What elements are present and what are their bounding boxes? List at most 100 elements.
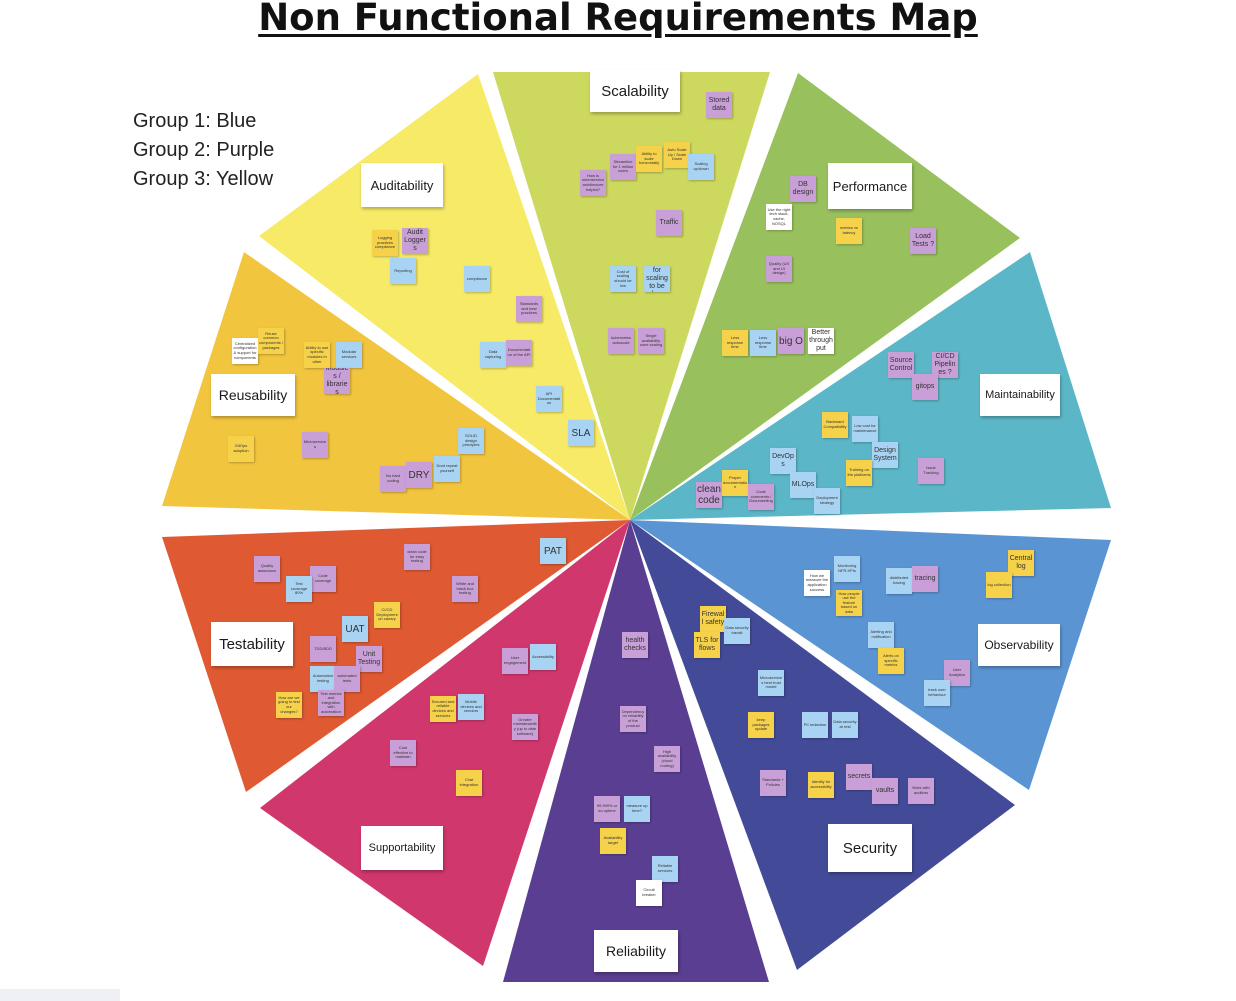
sticky-note[interactable]: DB design: [790, 176, 816, 202]
sticky-note[interactable]: Cost effective to maintain: [390, 740, 416, 766]
segment-reliability[interactable]: [503, 520, 769, 982]
sticky-note[interactable]: Automation testing: [310, 666, 336, 692]
sticky-note[interactable]: Availability target: [600, 828, 626, 854]
sticky-note[interactable]: Quality (UX and UI design): [766, 256, 792, 282]
sticky-note[interactable]: SOLID design principles: [458, 428, 484, 454]
sticky-note[interactable]: gitops: [912, 374, 938, 400]
sticky-note[interactable]: Dependency on reliability of the product: [620, 706, 646, 732]
sticky-note[interactable]: Ability to scale horizontally: [636, 146, 662, 172]
sticky-note[interactable]: Proper documentation: [722, 470, 748, 496]
sticky-note[interactable]: Reuse common components / packages: [258, 328, 284, 354]
sticky-note[interactable]: Greater maintainability (up to date soft…: [512, 714, 538, 740]
sticky-note[interactable]: Auto Scale Up / Scale Down: [664, 142, 690, 168]
sticky-note[interactable]: Backward Compatibility: [822, 412, 848, 438]
sticky-note[interactable]: Audit Loggers: [402, 228, 428, 254]
sticky-note[interactable]: DevOps: [770, 448, 796, 474]
sticky-note[interactable]: Standards and best practices: [516, 296, 542, 322]
sticky-note[interactable]: High availability (cloud routing): [654, 746, 680, 772]
sticky-note[interactable]: Time for scaling to be low: [644, 266, 670, 292]
sticky-note[interactable]: Less response time: [722, 330, 748, 356]
sticky-note[interactable]: Identity for accessibility: [808, 772, 834, 798]
sticky-note[interactable]: MLOps: [790, 472, 816, 498]
sticky-note[interactable]: Better through put: [808, 328, 834, 354]
sticky-note[interactable]: Monitoring NFR KPIs: [834, 556, 860, 582]
segment-performance[interactable]: [630, 73, 1020, 520]
sticky-note[interactable]: White and black box testing: [452, 576, 478, 602]
sticky-note[interactable]: health checks: [622, 632, 648, 658]
sticky-note[interactable]: How people use the feature based on data: [836, 590, 862, 616]
sticky-note[interactable]: Accessibility: [530, 644, 556, 670]
sticky-note[interactable]: How is microservice architecture helpful…: [580, 170, 606, 196]
sticky-note[interactable]: Data security at rest: [832, 712, 858, 738]
sticky-note[interactable]: 99.999% or so uptime: [594, 796, 620, 822]
sticky-note[interactable]: secrets: [846, 764, 872, 790]
segment-scalability[interactable]: [493, 72, 770, 520]
sticky-note[interactable]: Test metrics and integration with automa…: [318, 690, 344, 716]
sticky-note[interactable]: automated tests: [334, 666, 360, 692]
sticky-note[interactable]: PII redaction: [802, 712, 828, 738]
segment-maintainability[interactable]: [630, 252, 1111, 520]
sticky-note[interactable]: Chat integration: [456, 770, 482, 796]
segment-reusability[interactable]: [162, 252, 630, 520]
sticky-note[interactable]: Data capturing: [480, 342, 506, 368]
sticky-note[interactable]: tracing: [912, 566, 938, 592]
sticky-note[interactable]: Single availability zone scaling: [638, 328, 664, 354]
sticky-note[interactable]: User engagement: [502, 648, 528, 674]
sticky-note[interactable]: No hard coding: [380, 466, 406, 492]
sticky-note[interactable]: Reporting: [390, 258, 416, 284]
sticky-note[interactable]: Work with auditors: [908, 778, 934, 804]
sticky-note[interactable]: Dont repeat yourself: [434, 456, 460, 482]
sticky-note[interactable]: Scaling up/down: [688, 154, 714, 180]
sticky-note[interactable]: clean code: [696, 482, 722, 508]
sticky-note[interactable]: track user behaviour: [924, 680, 950, 706]
sticky-note[interactable]: Centralized configuration & support for …: [232, 338, 258, 364]
sticky-note[interactable]: kubernetes autoscale: [608, 328, 634, 354]
sticky-note[interactable]: Standards + Policies: [760, 770, 786, 796]
sticky-note[interactable]: measure up time?: [624, 796, 650, 822]
sticky-note[interactable]: Reliable services: [652, 856, 678, 882]
sticky-note[interactable]: GitOps adoption: [228, 436, 254, 462]
sticky-note[interactable]: Deployment strategy: [814, 488, 840, 514]
sticky-note[interactable]: SLA: [568, 420, 594, 446]
sticky-note[interactable]: keep packages update: [748, 712, 774, 738]
sticky-note[interactable]: Streamline for 1 million users: [610, 154, 636, 180]
sticky-note[interactable]: TDD/BDD: [310, 636, 336, 662]
sticky-note[interactable]: Test coverage 80%: [286, 576, 312, 602]
sticky-note[interactable]: Mobile devices and vendors: [458, 694, 484, 720]
sticky-note[interactable]: CI/CD Pipelines ?: [932, 352, 958, 378]
sticky-note[interactable]: Secured and reliable devices and service…: [430, 696, 456, 722]
sticky-note[interactable]: Source Control: [888, 352, 914, 378]
sticky-note[interactable]: Alerting and notification: [868, 622, 894, 648]
sticky-note[interactable]: log collection: [986, 572, 1012, 598]
sticky-note[interactable]: vaults: [872, 778, 898, 804]
sticky-note[interactable]: Traffic: [656, 210, 682, 236]
sticky-note[interactable]: Quality assurance: [254, 556, 280, 582]
sticky-note[interactable]: PAT: [540, 538, 566, 564]
sticky-note[interactable]: Low cost for maintenance: [852, 416, 878, 442]
sticky-note[interactable]: TLS for flows: [694, 632, 720, 658]
sticky-note[interactable]: CI/CD Deployment on canary: [374, 602, 400, 628]
sticky-note[interactable]: Central log: [1008, 550, 1034, 576]
sticky-note[interactable]: Ability to use specific modules in other: [304, 342, 330, 368]
sticky-note[interactable]: Circuit breaker: [636, 880, 662, 906]
sticky-note[interactable]: Modules / libraries: [324, 368, 350, 394]
sticky-note[interactable]: compliance: [464, 266, 490, 292]
sticky-note[interactable]: DRY: [406, 462, 432, 488]
sticky-note[interactable]: Code coverage: [310, 566, 336, 592]
sticky-note[interactable]: Design System: [872, 442, 898, 468]
sticky-note[interactable]: Alerts on specific metrics: [878, 648, 904, 674]
segment-testability[interactable]: [162, 520, 630, 792]
sticky-note[interactable]: How we measure the application success: [804, 570, 830, 596]
sticky-note[interactable]: Unit Testing: [356, 646, 382, 672]
sticky-note[interactable]: Less response time: [750, 330, 776, 356]
sticky-note[interactable]: How are we going to test our changes?: [276, 692, 302, 718]
sticky-note[interactable]: Code comments / Documenting: [748, 484, 774, 510]
sticky-note[interactable]: Microservices: [302, 432, 328, 458]
sticky-note[interactable]: Load Tests ?: [910, 228, 936, 254]
sticky-note[interactable]: clean code for easy testing: [404, 544, 430, 570]
segment-supportability[interactable]: [260, 520, 630, 966]
sticky-note[interactable]: Use the right tech stack, cache, NOSQL: [766, 204, 792, 230]
sticky-note[interactable]: metrics vs latency: [836, 218, 862, 244]
sticky-note[interactable]: Issue Tracking: [918, 458, 944, 484]
sticky-note[interactable]: distributed tracing: [886, 568, 912, 594]
